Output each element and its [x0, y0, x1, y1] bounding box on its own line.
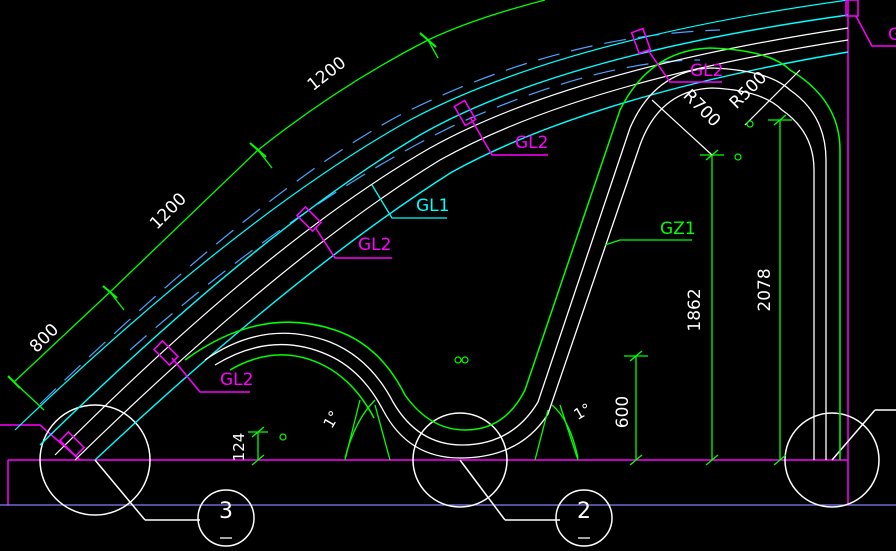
tag-gl2-a: GL2: [220, 370, 253, 390]
arc-dimension-line: [7, 0, 546, 411]
grid-bubble-2-circle: [555, 489, 613, 547]
dim-2078: 2078: [755, 268, 775, 311]
angle-right-label: 1°: [571, 400, 595, 424]
column-gz1: [184, 47, 841, 460]
hidden-lines: [39, 29, 721, 405]
tag-gl2-d: GL2: [690, 61, 723, 81]
tag-gl2-cut: G: [888, 25, 896, 45]
dim-1862: 1862: [685, 288, 705, 331]
grid-circle-3: [39, 404, 151, 516]
dim-1200-lower: 1200: [146, 189, 191, 234]
grid-bubble-3: 3: [219, 499, 233, 524]
tag-leaders: [371, 184, 692, 246]
dim-600: 600: [613, 396, 633, 428]
dim-r700: R700: [679, 86, 724, 131]
tag-gl1: GL1: [416, 196, 449, 216]
angle-markers: [344, 399, 579, 461]
vertical-dimensions: [248, 114, 792, 466]
grid-circle-2: [412, 412, 508, 508]
grid-bubble-2: 2: [577, 499, 591, 524]
angle-left-label: 1°: [320, 408, 344, 432]
grid-bubble-3-circle: [197, 489, 255, 547]
radius-leaders: [651, 69, 801, 156]
member-tag-boxes: [58, 0, 896, 458]
dim-800: 800: [26, 320, 63, 357]
tag-gl2-c: GL2: [515, 133, 548, 153]
point-markers: [279, 120, 754, 441]
grid-circle-1: [784, 412, 880, 508]
grid-circles: [39, 404, 896, 521]
dim-124: 124: [230, 433, 248, 462]
tag-gl2-b: GL2: [358, 235, 391, 255]
tag-gz1: GZ1: [660, 219, 696, 239]
curved-beam-gl1: [14, 0, 849, 461]
